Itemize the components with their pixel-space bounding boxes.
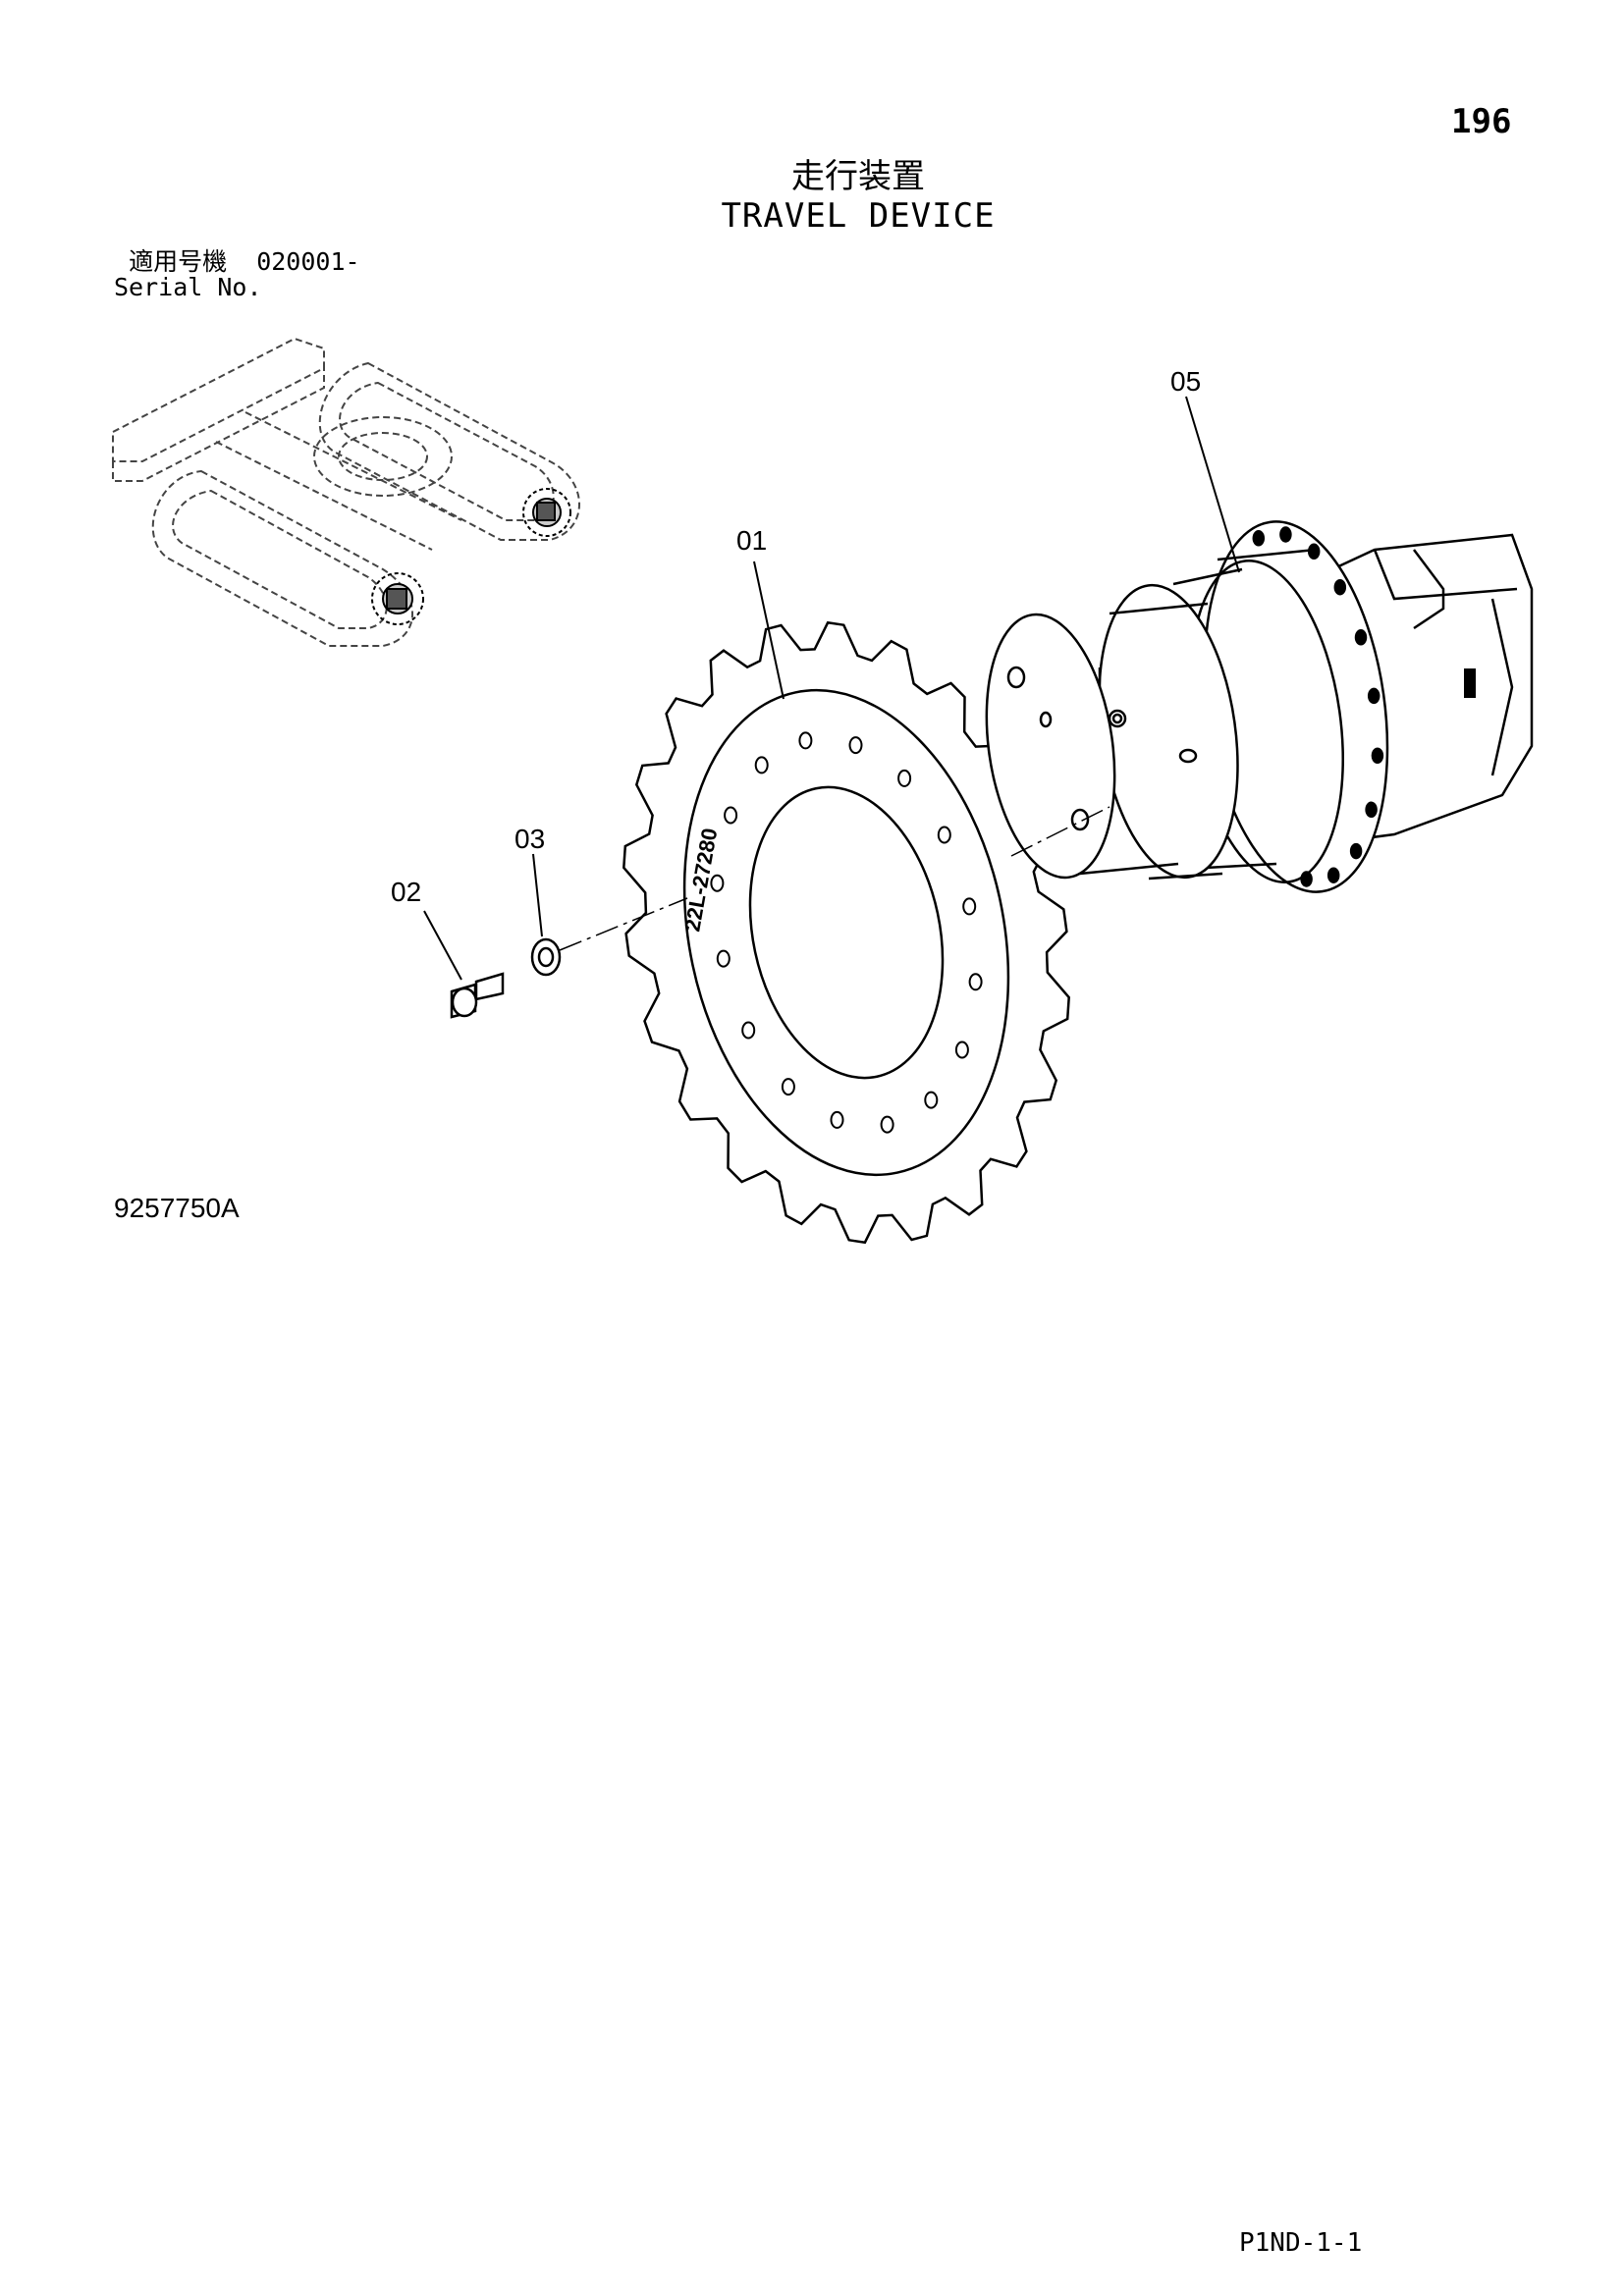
motor-flange-bolt [1326, 867, 1340, 883]
callout-05: 05 [1170, 366, 1201, 397]
serial-label-jp: 適用号機 [129, 247, 228, 276]
page-title-japanese: 走行装置 [791, 157, 925, 196]
sprocket-bolt-hole [968, 973, 983, 991]
motor-flange-bolt [1371, 747, 1384, 765]
thumbnail-sprocket-rear [522, 488, 571, 537]
sprocket-bolt-hole [781, 1078, 795, 1096]
motor-ports [1464, 668, 1476, 698]
motor-flange-bolt [1279, 526, 1292, 543]
sprocket-bolt-hole [724, 806, 738, 825]
sprocket-teeth-outline [623, 620, 1070, 1245]
serial-value: 020001- [256, 247, 360, 276]
callout-02: 02 [391, 877, 421, 907]
motor-flange-bolt [1365, 801, 1378, 819]
sprocket-bolt-hole [830, 1110, 844, 1129]
motor-flange-bolt [1367, 687, 1380, 705]
sprocket-bolt-hole [880, 1115, 894, 1134]
callout-03: 03 [514, 824, 545, 854]
bolt [450, 972, 505, 1019]
serial-label-en: Serial No. [114, 273, 262, 301]
sprocket-bolt-hole [798, 731, 813, 750]
sprocket-bolt-holes [710, 731, 983, 1134]
serial-info: 適用号機 020001- Serial No. [114, 249, 360, 300]
thumbnail-sprocket-front [371, 572, 424, 625]
sprocket-bolt-hole [710, 874, 725, 892]
page-number: 196 [1451, 102, 1512, 141]
sprocket-bolt-hole [897, 769, 912, 787]
travel-motor [985, 520, 1534, 893]
sprocket-bolt-hole [741, 1021, 756, 1040]
sprocket-bolt-hole [754, 756, 769, 774]
washer [530, 937, 562, 977]
callout-leaders [423, 396, 1240, 981]
motor-flange-bolt [1349, 842, 1363, 860]
motor-flange-bolt [1354, 629, 1368, 646]
sprocket-marking: 22L-27280 [679, 827, 722, 934]
motor-flange-bolts [1252, 526, 1384, 887]
motor-flange-bolt [1333, 578, 1347, 596]
motor-flange-bolt [1252, 530, 1266, 547]
page-title: TRAVEL DEVICE [721, 196, 996, 236]
motor-flange-bolt [1300, 871, 1313, 887]
footer-code: P1ND-1-1 [1239, 2228, 1363, 2258]
sprocket-bolt-hole [848, 736, 863, 755]
callout-01: 01 [736, 525, 767, 556]
assembly-center-lines [559, 806, 1110, 951]
undercarriage-thumbnail [112, 337, 580, 647]
sprocket-bolt-hole [962, 897, 977, 916]
sprocket-bolt-hole [954, 1041, 969, 1059]
motor-flange-bolt [1307, 543, 1321, 561]
sprocket-bolt-hole [924, 1091, 939, 1109]
drawing-id: 9257750A [114, 1193, 240, 1223]
sprocket-bolt-hole [716, 949, 731, 968]
sprocket-bolt-hole [937, 826, 951, 844]
